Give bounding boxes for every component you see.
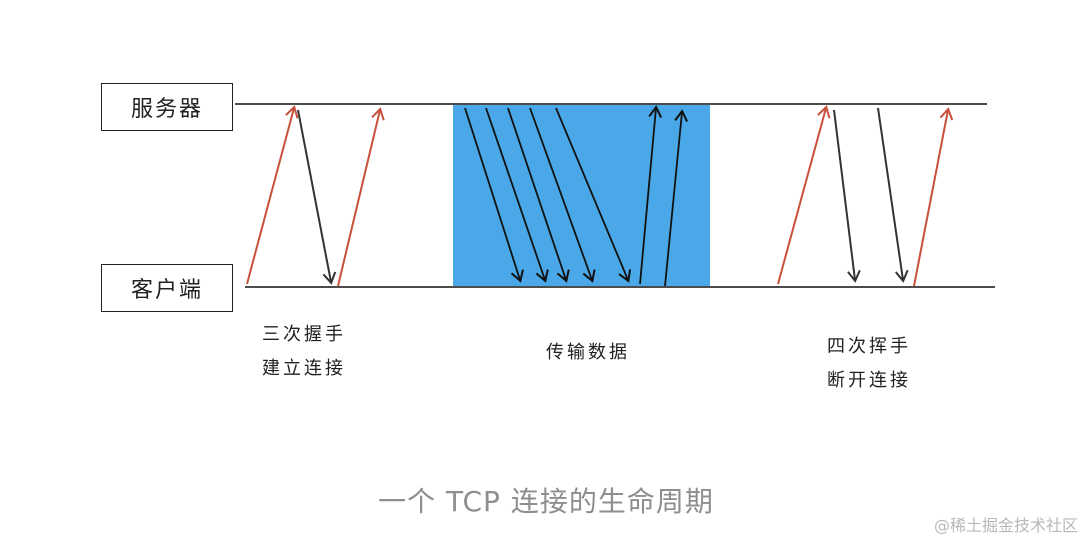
data-arrow-1 <box>464 107 524 283</box>
fin-server-arrow <box>877 107 909 283</box>
phase-wave: 四次挥手 断开连接 <box>827 330 911 398</box>
data-arrow-5 <box>555 107 632 283</box>
data-arrow-3 <box>507 107 570 283</box>
ack-arrow <box>337 107 385 287</box>
handshake-arrows <box>246 105 385 287</box>
transfer-arrows <box>464 105 688 287</box>
syn-arrow <box>246 105 299 285</box>
phase-handshake: 三次握手 建立连接 <box>262 318 346 386</box>
ack-client-arrow <box>913 107 954 287</box>
data-transfer-block <box>453 105 710 286</box>
server-label: 服务器 <box>101 83 233 131</box>
phase-transfer: 传输数据 <box>546 336 630 370</box>
ack-server-arrow <box>833 109 861 283</box>
phase-handshake-line2: 建立连接 <box>262 358 346 379</box>
phase-wave-line1: 四次挥手 <box>827 336 911 357</box>
fin-client-arrow <box>777 105 831 285</box>
client-label: 客户端 <box>101 264 233 312</box>
data-arrow-4 <box>529 107 596 283</box>
ack-data-arrow-2 <box>664 109 688 287</box>
phase-transfer-line1: 传输数据 <box>546 342 630 363</box>
ack-data-arrow-1 <box>639 105 663 285</box>
phase-handshake-line1: 三次握手 <box>262 324 346 345</box>
watermark: @稀土掘金技术社区 <box>933 516 1078 535</box>
diagram-caption: 一个 TCP 连接的生命周期 <box>378 485 714 518</box>
phase-wave-line2: 断开连接 <box>827 370 911 391</box>
syn-ack-arrow <box>297 109 337 285</box>
data-arrow-2 <box>485 107 549 283</box>
wave-arrows <box>777 105 954 287</box>
